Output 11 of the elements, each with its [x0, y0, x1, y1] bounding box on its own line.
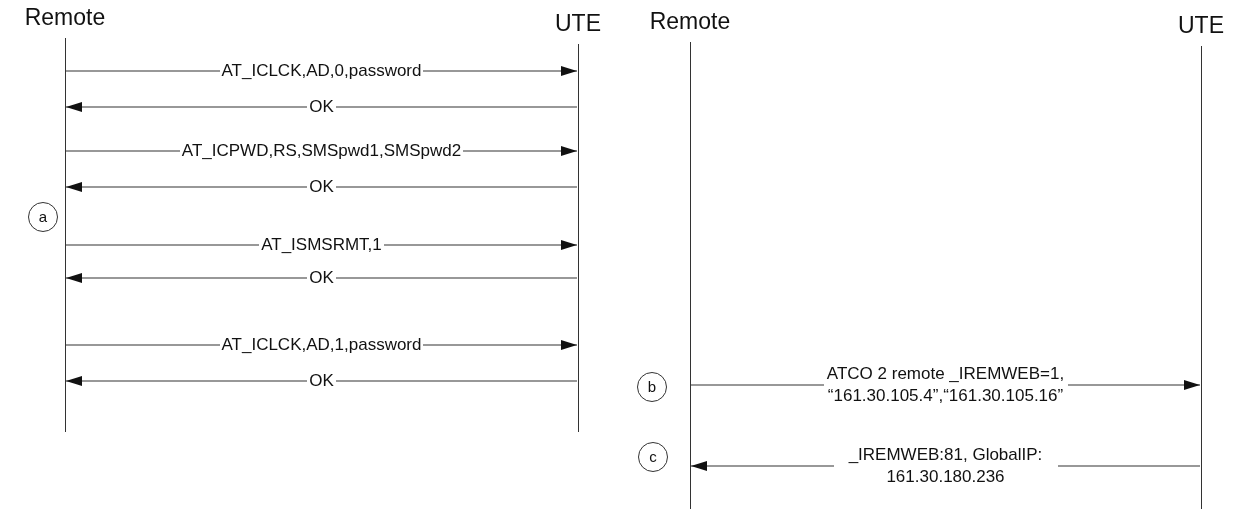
message-arrow — [65, 102, 578, 112]
participant-label: Remote — [648, 8, 732, 34]
callout-circle: b — [637, 372, 667, 402]
participant-label: Remote — [23, 4, 107, 30]
message-arrow — [65, 376, 578, 386]
callout-circle: a — [28, 202, 58, 232]
message-arrow — [65, 182, 578, 192]
participant-label: UTE — [1177, 12, 1225, 38]
callout-circle: c — [638, 442, 668, 472]
participant-label: UTE — [554, 10, 602, 36]
message-arrow — [65, 273, 578, 283]
